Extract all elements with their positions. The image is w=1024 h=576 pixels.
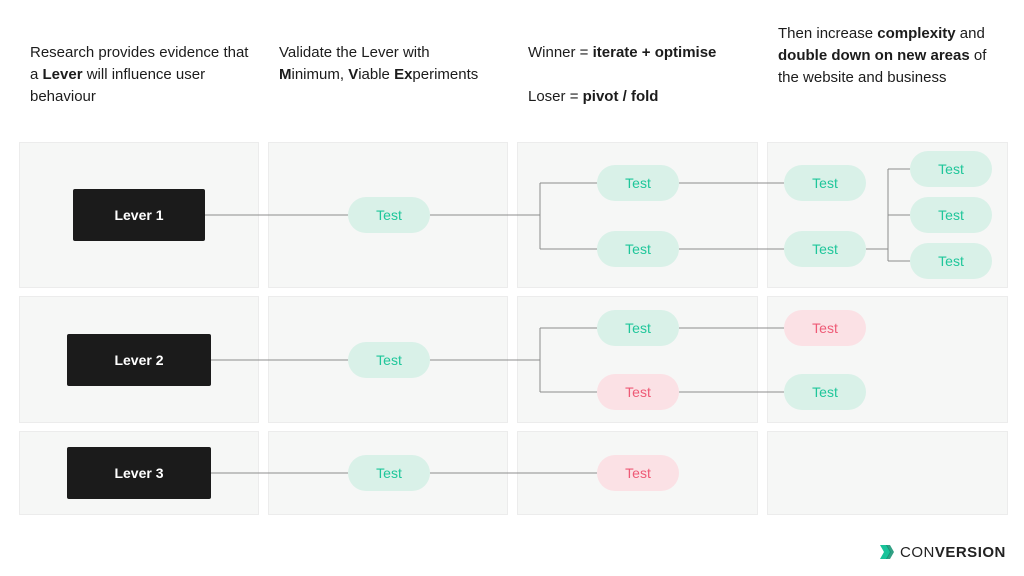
test-pill-r1-iterate-a: Test [597,165,679,201]
header-emphasis-text: iterate + optimise [592,44,717,61]
test-pill-r2-iterate-a: Test [597,310,679,346]
header-text: Then increase [778,25,878,42]
lever-2-box: Lever 2 [67,334,211,386]
header-emphasis-text: Ex [394,66,413,83]
test-pill-r1-iterate-b: Test [597,231,679,267]
test-pill-r1-scale-b: Test [784,231,866,267]
conversion-logo: CONVERSION [880,542,1006,562]
header-emphasis-text: complexity [877,25,956,42]
header-text: Validate the Lever with [279,44,430,61]
test-pill-r2-iterate-b: Test [597,374,679,410]
column-header-validate: Validate the Lever with Minimum, Viable … [279,42,479,86]
header-text: iable [358,66,395,83]
conversion-logo-icon [880,545,894,559]
test-pill-r2-scale-a: Test [784,310,866,346]
header-emphasis-text: pivot / fold [582,88,659,105]
connector-r1-scale-branch [866,168,910,262]
header-text: Winner = [528,44,593,61]
header-text: Research provides evidence that a [30,44,249,83]
test-pill-r1-expand-a: Test [910,151,992,187]
header-text: of the website and business [778,47,987,86]
grid-cell-r3-c4 [767,431,1008,515]
header-line: Winner = iterate + optimise [528,42,758,64]
test-pill-r3-iterate-a: Test [597,455,679,491]
conversion-logo-text: CONVERSION [900,543,1006,561]
test-pill-r1-scale-a: Test [784,165,866,201]
test-pill-r1-validate: Test [348,197,430,233]
test-pill-r1-expand-c: Test [910,243,992,279]
header-emphasis-text: double down on new areas [778,47,970,64]
test-pill-r3-validate: Test [348,455,430,491]
header-text: will influence user behaviour [30,66,206,105]
lever-1-box: Lever 1 [73,189,205,241]
test-pill-r1-expand-b: Test [910,197,992,233]
lever-3-box: Lever 3 [67,447,211,499]
header-text: and [955,25,985,42]
header-line: Loser = pivot / fold [528,86,758,108]
header-emphasis-text: Lever [42,66,83,83]
header-emphasis-text: M [279,66,292,83]
header-text: Loser = [528,88,583,105]
header-text: inimum, [291,66,349,83]
header-emphasis-text: V [348,66,359,83]
connector-r2-validate-branch [430,327,597,393]
column-header-scale: Then increase complexity and double down… [778,23,1008,89]
test-pill-r2-validate: Test [348,342,430,378]
column-header-research: Research provides evidence that a Lever … [30,42,250,108]
header-text: periments [412,66,479,83]
test-pill-r2-scale-b: Test [784,374,866,410]
connector-r1-validate-branch [430,182,597,250]
